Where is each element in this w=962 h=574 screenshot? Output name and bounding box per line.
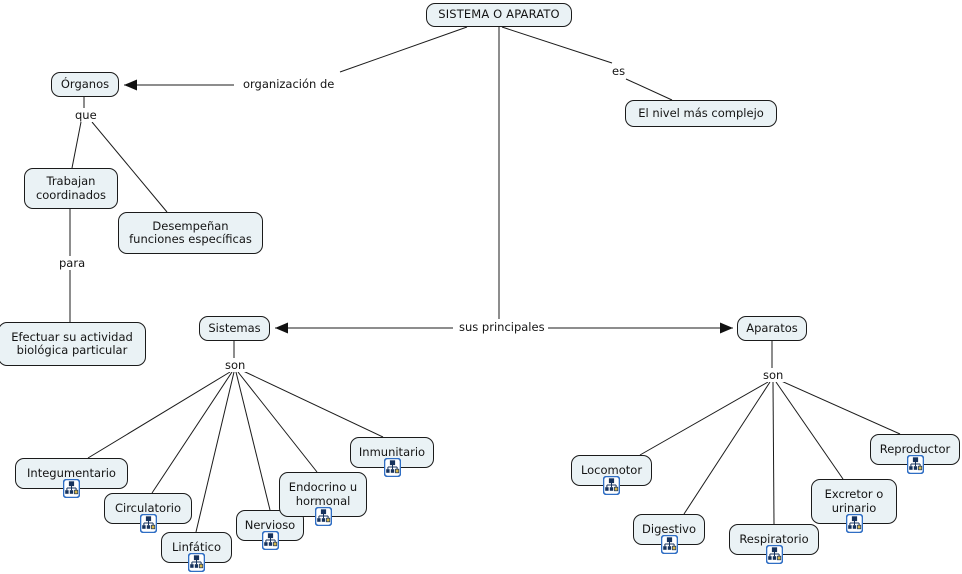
edge-label-sus-principales[interactable]: sus principales xyxy=(456,321,548,334)
node-integumentario[interactable]: Integumentario xyxy=(15,458,128,489)
connector-son-aparatos-to-digestivo xyxy=(683,381,771,515)
connector-que-to-trabajan xyxy=(71,121,82,169)
connector-son-sistemas-to-integumentario xyxy=(87,371,231,459)
node-label-nivel: El nivel más complejo xyxy=(638,105,764,120)
node-endocrino[interactable]: Endocrino u hormonal xyxy=(279,472,367,517)
hierarchy-tree-icon[interactable] xyxy=(845,514,863,533)
node-trabajan[interactable]: Trabajan coordinados xyxy=(24,168,118,209)
hierarchy-tree-icon[interactable] xyxy=(383,458,401,477)
node-label-integumentario: Integumentario xyxy=(27,465,116,480)
arrowhead-aparatos xyxy=(720,322,733,334)
connector-root-to-organizacion-de xyxy=(339,26,468,73)
node-label-circulatorio: Circulatorio xyxy=(114,500,182,515)
node-root[interactable]: SISTEMA O APARATO xyxy=(426,3,572,27)
connector-son-aparatos-to-excretor xyxy=(775,381,844,480)
hierarchy-tree-icon[interactable] xyxy=(188,553,205,572)
hierarchy-tree-icon[interactable] xyxy=(603,476,620,495)
connector-son-sistemas-to-circulatorio xyxy=(151,371,233,494)
node-desempenan[interactable]: Desempeñan funciones específicas xyxy=(118,212,263,254)
node-label-reproductor: Reproductor xyxy=(879,441,951,456)
node-label-root: SISTEMA O APARATO xyxy=(438,7,560,22)
node-aparatos[interactable]: Aparatos xyxy=(737,316,807,341)
edge-label-que[interactable]: que xyxy=(72,109,100,122)
connector-son-sistemas-to-linfatico xyxy=(195,371,235,533)
node-label-nervioso: Nervioso xyxy=(244,517,296,532)
node-label-aparatos: Aparatos xyxy=(746,320,798,335)
node-label-efectuar: Efectuar su actividad biológica particul… xyxy=(11,329,133,357)
node-label-respiratorio: Respiratorio xyxy=(739,531,809,546)
node-nivel[interactable]: El nivel más complejo xyxy=(625,100,777,127)
connector-son-sistemas-to-nervioso xyxy=(235,371,271,511)
node-label-endocrino: Endocrino u hormonal xyxy=(288,480,358,508)
connector-son-aparatos-to-reproductor xyxy=(778,379,901,435)
node-label-sistemas: Sistemas xyxy=(208,320,261,335)
node-label-desempenan: Desempeñan funciones específicas xyxy=(129,218,252,246)
node-label-inmunitario: Inmunitario xyxy=(358,444,426,459)
edge-label-para[interactable]: para xyxy=(56,257,89,270)
arrowhead-sistemas xyxy=(275,322,288,334)
connector-son-aparatos-to-respiratorio xyxy=(772,381,775,525)
connector-es-to-nivel xyxy=(625,78,673,101)
node-label-excretor: Excretor o urinario xyxy=(824,487,884,515)
edge-label-son-aparatos[interactable]: son xyxy=(760,369,787,382)
edge-label-son-sistemas[interactable]: son xyxy=(222,359,249,372)
hierarchy-tree-icon[interactable] xyxy=(906,455,924,474)
node-label-locomotor: Locomotor xyxy=(580,462,643,477)
hierarchy-tree-icon[interactable] xyxy=(261,531,279,550)
arrowhead-organos xyxy=(124,79,137,91)
hierarchy-tree-icon[interactable] xyxy=(660,535,678,554)
hierarchy-tree-icon[interactable] xyxy=(139,514,157,533)
connector-root-to-es xyxy=(501,26,613,64)
connector-son-aparatos-to-locomotor xyxy=(639,381,769,456)
node-label-organos: Órganos xyxy=(60,76,110,91)
hierarchy-tree-icon[interactable] xyxy=(63,479,80,498)
edge-label-organizacion-de[interactable]: organización de xyxy=(240,78,338,91)
edge-label-es[interactable]: es xyxy=(609,65,629,78)
node-sistemas[interactable]: Sistemas xyxy=(199,316,270,341)
node-label-trabajan: Trabajan coordinados xyxy=(35,174,107,202)
connector-son-sistemas-to-inmunitario xyxy=(240,369,384,438)
node-organos[interactable]: Órganos xyxy=(51,72,119,97)
node-label-linfatico: Linfático xyxy=(171,539,222,554)
node-efectuar[interactable]: Efectuar su actividad biológica particul… xyxy=(0,322,146,366)
connector-son-sistemas-to-endocrino xyxy=(237,371,318,473)
node-label-digestivo: Digestivo xyxy=(642,521,696,536)
hierarchy-tree-icon[interactable] xyxy=(765,545,783,564)
hierarchy-tree-icon[interactable] xyxy=(314,507,332,526)
